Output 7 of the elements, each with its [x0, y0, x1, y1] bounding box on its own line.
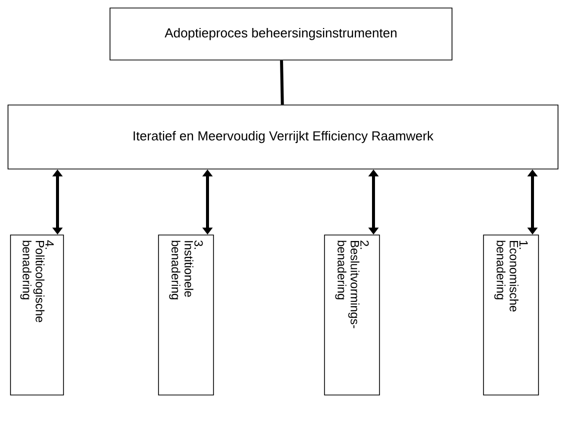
approach-box: 3. Institionele benadering [158, 234, 214, 396]
approach-box: 1. Economische benadering [483, 234, 539, 396]
approach-box: 2. Besluitvormings- benadering [324, 234, 380, 396]
approach-box: 4. Politicologische benadering [10, 234, 64, 396]
process-box: Iteratief en Meervoudig Verrijkt Efficiency Raamwerk [8, 104, 558, 170]
process-box: Adoptieproces beheersingsinstrumenten [110, 8, 452, 60]
connector-line [280, 60, 284, 105]
